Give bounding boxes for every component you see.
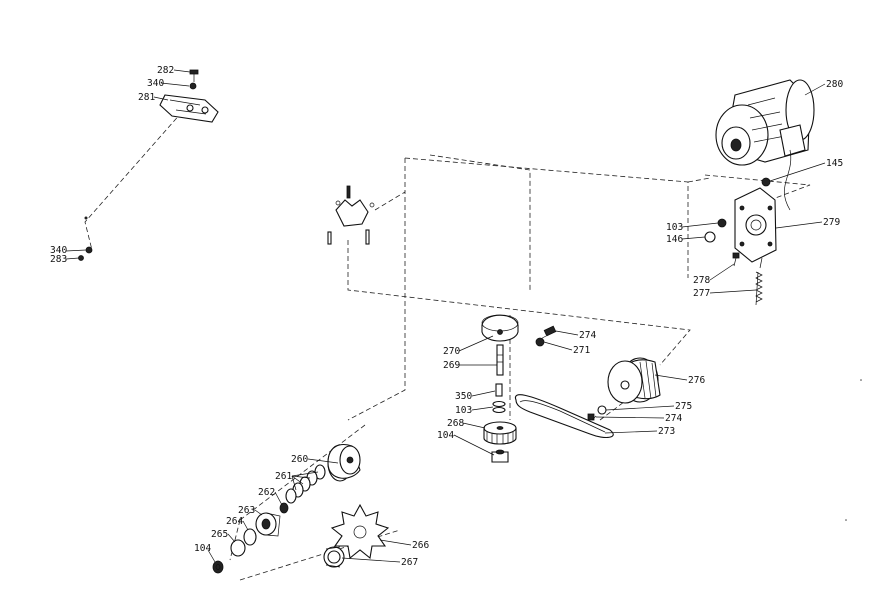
part-104-nut-lower: [212, 560, 224, 574]
label-271: 271: [573, 345, 590, 356]
label-280: 280: [826, 79, 843, 90]
part-104-nut-center: [491, 449, 509, 463]
label-340-upper: 340: [147, 78, 164, 89]
part-281-bracket: [159, 94, 219, 123]
label-282: 282: [157, 65, 174, 76]
label-267: 267: [401, 557, 418, 568]
label-350: 350: [455, 391, 472, 402]
label-276: 276: [688, 375, 705, 386]
label-145: 145: [826, 158, 843, 169]
part-269-shaft: [496, 344, 504, 376]
label-269: 269: [443, 360, 460, 371]
label-273: 273: [658, 426, 675, 437]
part-340-nut-lower: [85, 246, 93, 254]
label-274-lower: 274: [665, 413, 682, 424]
part-276-pulley: [607, 357, 661, 404]
part-266-sprocket: [330, 503, 390, 560]
label-260: 260: [291, 454, 308, 465]
part-280-motor: [715, 79, 815, 211]
label-340-lower: 340: [50, 245, 67, 256]
part-146-washer: [704, 231, 716, 243]
label-261: 261: [275, 471, 292, 482]
stray-mark: [845, 519, 847, 521]
part-350-key: [495, 383, 503, 397]
label-265: 265: [211, 529, 228, 540]
part-274-bolt-lower: [587, 413, 597, 421]
part-273-belt: [514, 394, 614, 439]
label-281: 281: [138, 92, 155, 103]
assembly-guide-lines: [84, 111, 811, 581]
part-261-washers: [285, 464, 326, 504]
label-263: 263: [238, 505, 255, 516]
label-277: 277: [693, 288, 710, 299]
label-103-upper: 103: [666, 222, 683, 233]
part-103-washer-upper: [717, 218, 727, 228]
part-262-washer: [279, 502, 289, 514]
part-270-housing: [481, 314, 519, 342]
part-278-bolt: [732, 252, 740, 267]
part-282-bolt: [189, 69, 199, 82]
part-275-washer: [597, 405, 607, 415]
label-270: 270: [443, 346, 460, 357]
label-266: 266: [412, 540, 429, 551]
part-263-hub: [255, 512, 281, 537]
label-262: 262: [258, 487, 275, 498]
shift-lever-part: [327, 185, 375, 245]
part-264-ring: [243, 528, 257, 546]
label-268: 268: [447, 418, 464, 429]
part-number-labels: 282 340 281 340 283 280 145 279 103 146 …: [50, 65, 843, 568]
stray-mark: [860, 379, 862, 381]
part-340-nut: [189, 82, 197, 90]
label-274-upper: 274: [579, 330, 596, 341]
label-146: 146: [666, 234, 683, 245]
leader-lines: [65, 69, 826, 563]
part-277-spring: [755, 257, 763, 306]
label-103-center: 103: [455, 405, 472, 416]
label-275: 275: [675, 401, 692, 412]
label-264: 264: [226, 516, 243, 527]
part-267-bushing: [323, 546, 345, 568]
label-104-center: 104: [437, 430, 454, 441]
part-268-pulley: [483, 421, 517, 445]
part-260-drum: [327, 444, 361, 482]
part-271-nut: [535, 337, 545, 347]
label-279: 279: [823, 217, 840, 228]
label-278: 278: [693, 275, 710, 286]
guide-dot: [84, 216, 88, 220]
part-283-nut: [78, 255, 84, 261]
part-279-motor-plate: [734, 187, 777, 263]
label-104-lower: 104: [194, 543, 211, 554]
part-103-washer-center: [492, 400, 506, 414]
part-145-nut: [761, 177, 771, 187]
part-265-ring: [230, 539, 246, 557]
label-283: 283: [50, 254, 67, 265]
